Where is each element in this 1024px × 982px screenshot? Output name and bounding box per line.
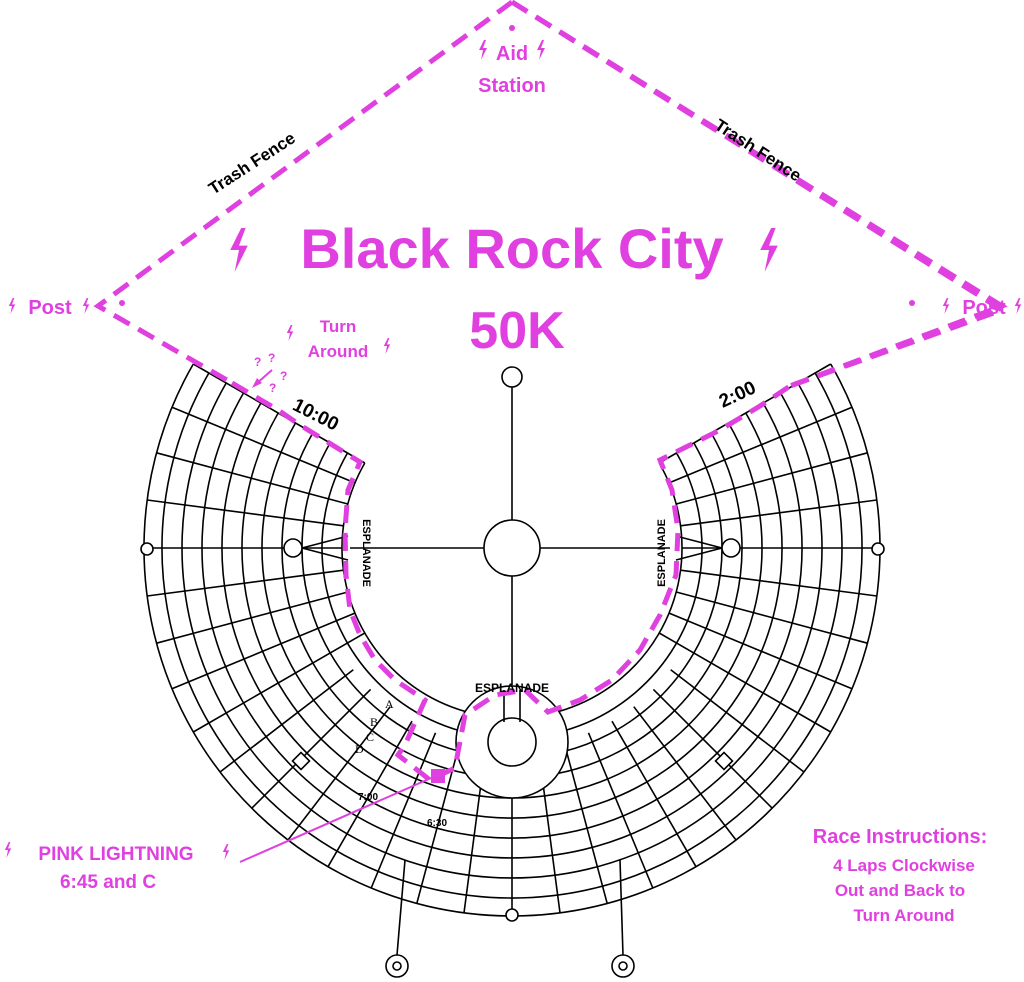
lightning-bolt-icon xyxy=(537,40,545,60)
city-radial-street xyxy=(370,732,437,889)
city-radial-street xyxy=(675,452,868,505)
city-radial-street xyxy=(680,569,878,597)
aid-station-label-1: Aid xyxy=(496,43,528,65)
trash-fence-outline xyxy=(93,0,1008,389)
trash-fence-right-label: Trash Fence xyxy=(711,115,805,185)
city-radial-street xyxy=(219,669,354,773)
city-radial-street xyxy=(670,669,805,773)
map-subtitle: 50K xyxy=(469,302,565,360)
lightning-bolt-icon xyxy=(8,298,16,314)
lightning-bolt-icon xyxy=(4,842,12,858)
lightning-bolt-icon xyxy=(230,228,248,272)
question-mark: ? xyxy=(269,381,276,395)
city-radial-street xyxy=(171,406,356,484)
lightning-bolt-icon xyxy=(222,844,230,860)
city-radial-street xyxy=(611,720,697,868)
city-radial-street xyxy=(633,706,737,841)
city-radial-street xyxy=(563,740,608,904)
city-radial-street xyxy=(658,632,832,733)
lightning-bolt-icon xyxy=(1014,298,1022,314)
the-man-circle xyxy=(483,519,541,577)
lightning-bolt-icon xyxy=(286,325,294,341)
race-instructions-line: Out and Back to xyxy=(835,881,965,900)
map-title: Black Rock City xyxy=(300,217,723,280)
turn-around-label-1: Turn xyxy=(320,317,357,336)
city-radial-street xyxy=(251,688,372,809)
race-instructions-heading: Race Instructions: xyxy=(813,826,987,848)
esplanade-center-label: ESPLANADE xyxy=(475,681,549,695)
question-mark: ? xyxy=(280,369,287,383)
race-instructions-line: 4 Laps Clockwise xyxy=(833,856,975,875)
street-c-label: C xyxy=(366,730,374,744)
pink-lightning-detail: 6:45 and C xyxy=(60,872,156,893)
time-7-label: 7:00 xyxy=(358,792,378,803)
turn-around-label-2: Around xyxy=(308,342,368,361)
city-radial-street xyxy=(192,632,366,733)
lightning-bolt-icon xyxy=(760,228,778,272)
pink-lightning-label: PINK LIGHTNING xyxy=(38,844,193,865)
top-plaza-icon xyxy=(501,366,523,388)
esplanade-right-label: ESPLANADE xyxy=(656,519,668,587)
city-radial-street xyxy=(156,591,349,644)
time-630-label: 6:30 xyxy=(427,818,447,829)
city-radial-street xyxy=(668,612,853,690)
post-right-label: Post xyxy=(962,297,1006,319)
street-b-label: B xyxy=(370,715,378,729)
lightning-bolt-icon xyxy=(479,40,487,60)
center-camp-icon xyxy=(455,685,569,799)
city-radial-street xyxy=(680,499,878,527)
city-radial-street xyxy=(171,612,356,690)
city-radial-street xyxy=(287,706,391,841)
trash-fence-path xyxy=(510,0,1008,389)
city-radial-street xyxy=(146,569,344,597)
time-10-label: 10:00 xyxy=(289,395,342,436)
aid-station-label-2: Station xyxy=(478,75,546,97)
turn-around-arrowhead xyxy=(252,378,262,388)
time-2-label: 2:00 xyxy=(716,377,759,412)
lightning-bolt-icon xyxy=(383,338,391,354)
lightning-bolt-icon xyxy=(942,298,950,314)
city-radial-street xyxy=(146,499,344,527)
city-radial-street xyxy=(668,406,853,484)
city-radial-street xyxy=(327,720,413,868)
street-a-label: A xyxy=(385,697,394,711)
plaza-markers xyxy=(140,535,885,922)
esplanade-left-label: ESPLANADE xyxy=(360,519,372,587)
trash-fence-left-label: Trash Fence xyxy=(205,128,299,198)
question-mark: ? xyxy=(268,351,275,365)
city-center xyxy=(350,366,670,685)
post-left-label: Post xyxy=(28,297,72,319)
race-instructions-line: Turn Around xyxy=(853,906,954,925)
lightning-bolt-icon xyxy=(82,298,90,314)
temple-icon xyxy=(385,859,635,978)
city-radial-street xyxy=(587,732,654,889)
city-radial-street xyxy=(675,591,868,644)
pink-lightning-pointer xyxy=(239,774,439,863)
question-mark: ? xyxy=(254,355,261,369)
street-d-label: D xyxy=(355,742,364,756)
city-radial-street xyxy=(156,452,349,505)
city-radial-street xyxy=(652,688,773,809)
